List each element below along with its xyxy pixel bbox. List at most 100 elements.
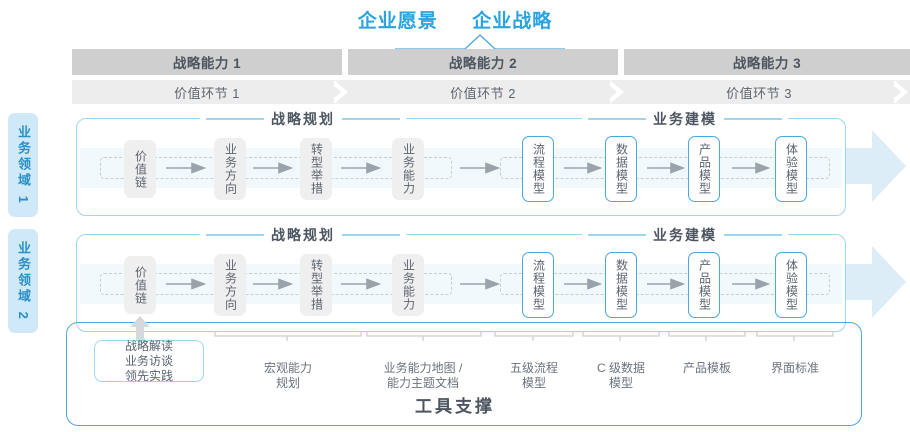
node-label: 价值链 (133, 265, 148, 305)
value-chain-chevron-1 (334, 80, 348, 104)
arrow-row2-4 (460, 278, 500, 290)
node-row1-modeling-3[interactable]: 产品模型 (688, 136, 720, 202)
bracket-6 (756, 331, 834, 341)
capability-segment-3[interactable]: 战略能力 3 (624, 49, 910, 75)
row-2-planning-track (100, 273, 452, 295)
node-row2-planning-1[interactable]: 价值链 (124, 256, 156, 314)
node-label: 体验模型 (784, 143, 799, 195)
arrow-row2-5 (564, 278, 602, 290)
domain-label-1: 业务领域 1 (16, 124, 31, 206)
node-label: 业务方向 (223, 143, 238, 195)
node-row1-modeling-1[interactable]: 流程模型 (522, 136, 554, 202)
row-2-planning-header: 战略规划 (200, 226, 406, 244)
tool-label-text: 产品模板 (682, 361, 731, 375)
tool-up-arrow-icon (130, 316, 150, 342)
tool-label-text: 界面标准 (770, 361, 819, 375)
value-chain-label-1: 价值环节 1 (174, 85, 240, 101)
header-rule-left (588, 118, 646, 120)
bracket-4 (582, 331, 660, 341)
value-chain-segment-2[interactable]: 价值环节 2 (348, 80, 618, 104)
node-row2-planning-4[interactable]: 业务能力 (392, 254, 424, 316)
modeling-section-label-2: 业务建模 (653, 227, 717, 243)
arrow-row2-2 (253, 278, 293, 290)
node-row1-planning-2[interactable]: 业务方向 (214, 138, 246, 200)
row-1-planning-track (100, 157, 452, 179)
node-label: 转型举措 (309, 259, 324, 311)
value-chain-chevron-3 (894, 80, 908, 104)
top-titles: 企业愿景 企业战略 (0, 6, 910, 33)
domain-label-2: 业务领域 2 (16, 240, 31, 322)
node-label: 转型举措 (309, 143, 324, 195)
arrow-row1-7 (732, 162, 770, 174)
row-1-modeling-track (500, 157, 830, 179)
bracket-5 (668, 331, 746, 341)
capability-label-3: 战略能力 3 (732, 56, 802, 71)
arrow-row1-6 (647, 162, 685, 174)
tool-label-6: 界面标准 (756, 346, 834, 376)
node-row1-planning-4[interactable]: 业务能力 (392, 138, 424, 200)
tool-support-title: 工具支撑 (0, 392, 910, 417)
node-row2-planning-2[interactable]: 业务方向 (214, 254, 246, 316)
value-chain-label-2: 价值环节 2 (450, 85, 516, 101)
header-rule-right (724, 118, 782, 120)
node-row2-modeling-1[interactable]: 流程模型 (522, 252, 554, 318)
node-label: 业务能力 (401, 259, 416, 311)
node-label: 流程模型 (531, 259, 546, 311)
tool-label-3: 五级流程 模型 (494, 346, 574, 391)
node-row1-modeling-4[interactable]: 体验模型 (775, 136, 807, 202)
bracket-2 (366, 331, 482, 341)
tool-label-2: 业务能力地图 / 能力主题文档 (358, 346, 488, 391)
strategy-title: 企业战略 (472, 11, 553, 32)
node-label: 业务能力 (401, 143, 416, 195)
tool-label-text: 宏观能力 规划 (263, 361, 312, 390)
row-1-modeling-header: 业务建模 (582, 110, 788, 128)
node-label: 价值链 (133, 149, 148, 189)
tool-label-5: 产品模板 (668, 346, 746, 376)
value-chain-segment-3[interactable]: 价值环节 3 (624, 80, 894, 104)
tool-support-container (66, 322, 862, 426)
bracket-1 (214, 331, 362, 341)
node-row1-modeling-2[interactable]: 数据模型 (605, 136, 637, 202)
node-label: 体验模型 (784, 259, 799, 311)
modeling-section-label-1: 业务建模 (653, 111, 717, 127)
arrow-row1-5 (564, 162, 602, 174)
value-chain-bar: 价值环节 1 价值环节 2 价值环节 3 (72, 80, 910, 104)
node-row2-modeling-2[interactable]: 数据模型 (605, 252, 637, 318)
tool-box-strategy-interpretation[interactable]: 战略解读 业务访谈 领先实践 (94, 339, 204, 383)
node-label: 流程模型 (531, 143, 546, 195)
tool-label-1: 宏观能力 规划 (218, 346, 358, 391)
tool-label-text: C 级数据 模型 (596, 361, 645, 390)
node-row2-modeling-3[interactable]: 产品模型 (688, 252, 720, 318)
tool-label-text: 业务能力地图 / 能力主题文档 (383, 361, 463, 390)
row-2-modeling-header: 业务建模 (582, 226, 788, 244)
domain-tab-1[interactable]: 业务领域 1 (8, 113, 38, 217)
header-rule-right (342, 118, 400, 120)
capability-segment-1[interactable]: 战略能力 1 (72, 49, 342, 75)
arrow-row2-7 (732, 278, 770, 290)
arrow-row1-2 (253, 162, 293, 174)
row-2-modeling-track (500, 273, 830, 295)
node-row2-planning-3[interactable]: 转型举措 (300, 254, 332, 316)
capability-label-1: 战略能力 1 (172, 56, 242, 71)
node-label: 业务方向 (223, 259, 238, 311)
arrow-row2-3 (341, 278, 381, 290)
arrow-row1-3 (341, 162, 381, 174)
header-rule-right (724, 234, 782, 236)
value-chain-segment-1[interactable]: 价值环节 1 (72, 80, 342, 104)
node-row2-modeling-4[interactable]: 体验模型 (775, 252, 807, 318)
arrow-row1-4 (460, 162, 500, 174)
capability-segment-2[interactable]: 战略能力 2 (348, 49, 618, 75)
node-label: 产品模型 (697, 143, 712, 195)
capability-bar: 战略能力 1 战略能力 2 战略能力 3 (72, 49, 910, 75)
value-chain-chevron-2 (610, 80, 624, 104)
node-label: 数据模型 (614, 259, 629, 311)
header-rule-left (588, 234, 646, 236)
arrow-row2-1 (166, 278, 206, 290)
value-chain-label-3: 价值环节 3 (726, 85, 792, 101)
node-row1-planning-1[interactable]: 价值链 (124, 140, 156, 198)
node-label: 数据模型 (614, 143, 629, 195)
node-row1-planning-3[interactable]: 转型举措 (300, 138, 332, 200)
tool-label-4: C 级数据 模型 (582, 346, 660, 391)
domain-tab-2[interactable]: 业务领域 2 (8, 229, 38, 333)
